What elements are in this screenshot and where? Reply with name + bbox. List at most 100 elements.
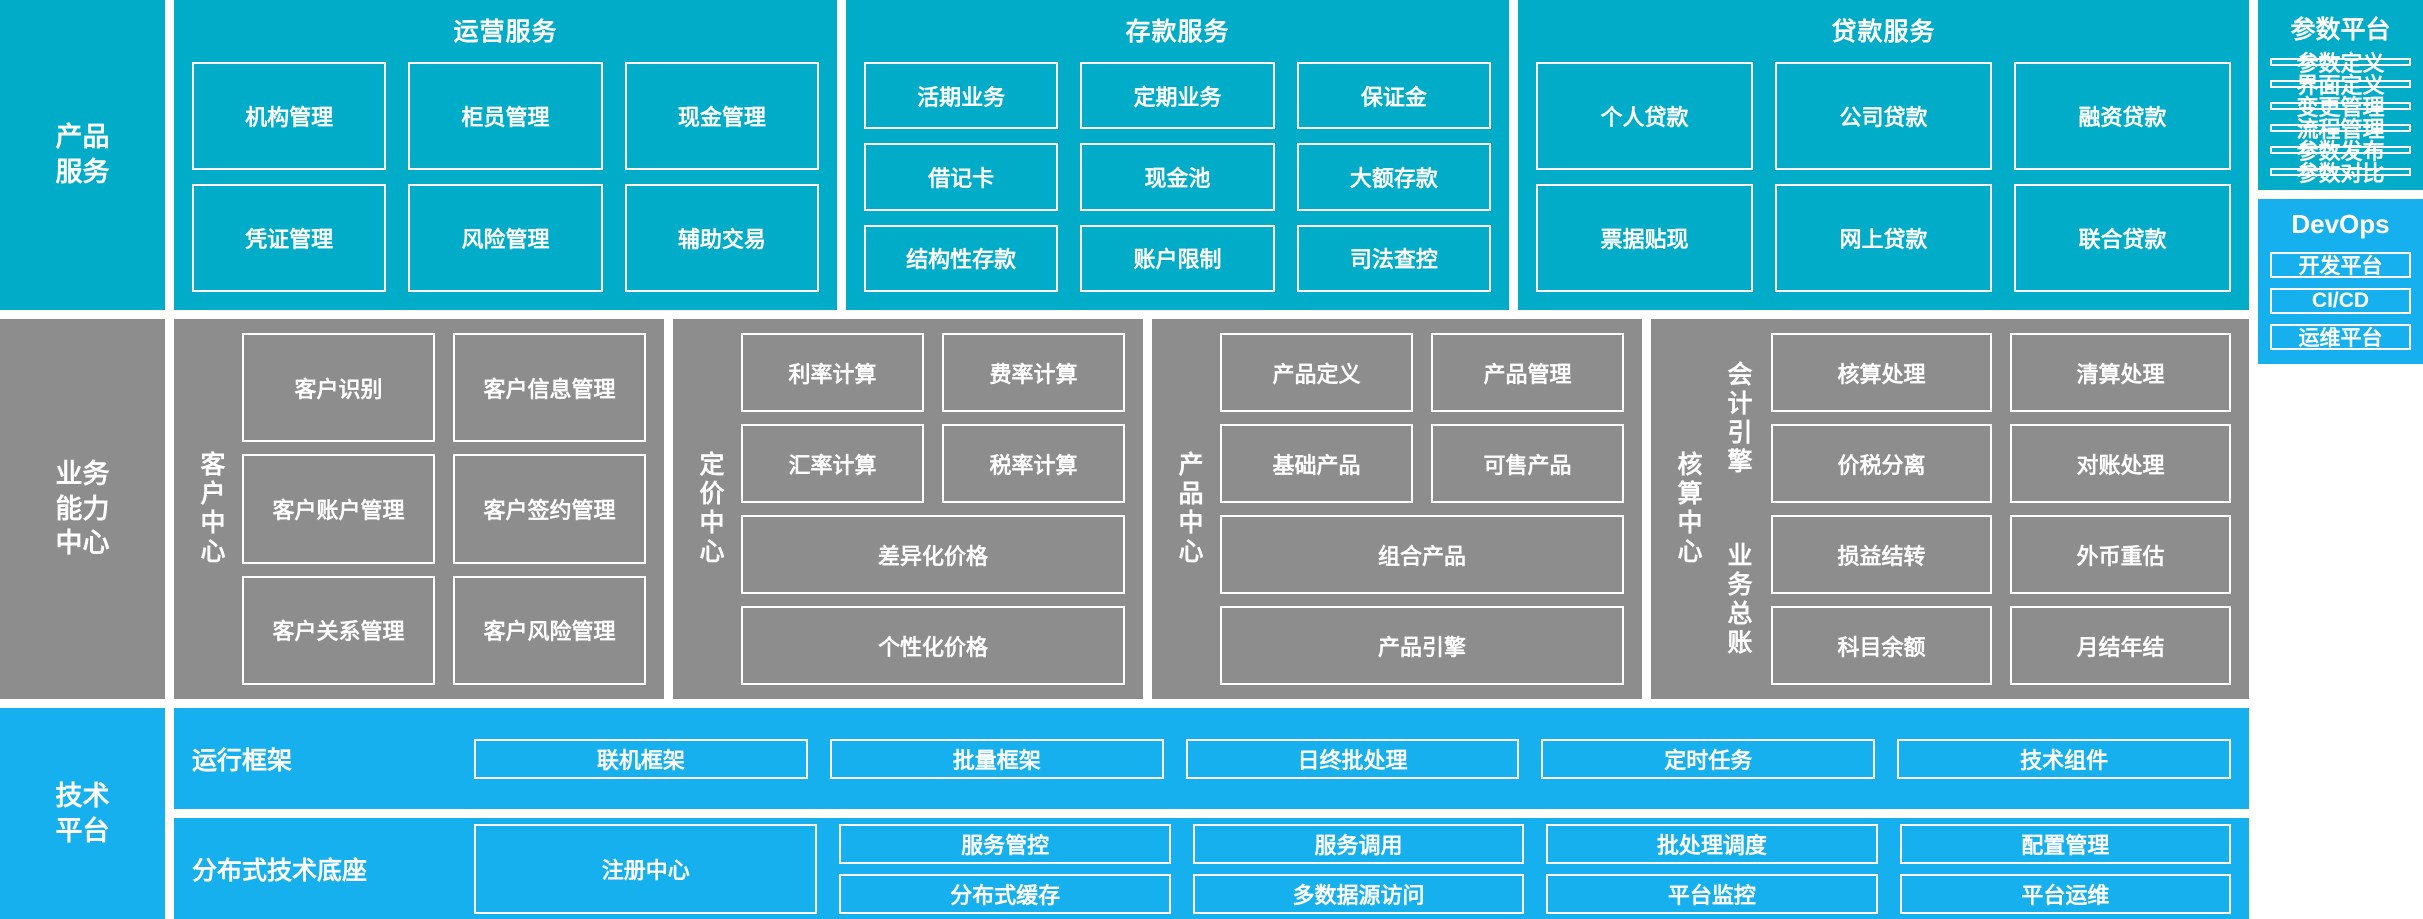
row-product-services: 产品 服务 运营服务 机构管理 柜员管理 现金管理 凭证管理 风险管理 辅助交易 — [0, 0, 2249, 310]
tile-tax-rate-calculation[interactable]: 税率计算 — [942, 424, 1125, 503]
tile-product-definition[interactable]: 产品定义 — [1220, 333, 1413, 412]
rail-item-dev-platform[interactable]: 开发平台 — [2270, 252, 2411, 278]
tile-corporate-loan[interactable]: 公司贷款 — [1775, 62, 1992, 170]
tile-financing-loan[interactable]: 融资贷款 — [2014, 62, 2231, 170]
tile-cash-management[interactable]: 现金管理 — [624, 62, 819, 170]
devops-items: 开发平台 CI/CD 运维平台 — [2270, 252, 2411, 350]
rail-item-ops-platform[interactable]: 运维平台 — [2270, 324, 2411, 350]
tile-accounting-processing[interactable]: 核算处理 — [1771, 333, 1992, 412]
tile-syndicated-loan[interactable]: 联合贷款 — [2014, 184, 2231, 292]
tile-foreign-currency-revaluation[interactable]: 外币重估 — [2010, 515, 2231, 594]
tile-account-restriction[interactable]: 账户限制 — [1080, 224, 1275, 292]
tile-scheduled-task[interactable]: 定时任务 — [1541, 738, 1876, 779]
product-tile-grid: 产品定义 产品管理 基础产品 可售产品 组合产品 产品引擎 — [1220, 333, 1624, 685]
rail-item-ui-definition[interactable]: 界面定义 — [2270, 73, 2411, 98]
pricing-tile-grid: 利率计算 费率计算 汇率计算 税率计算 差异化价格 个性化价格 — [741, 333, 1125, 685]
rail-item-parameter-publish[interactable]: 参数发布 — [2270, 139, 2411, 164]
tile-batch-scheduling[interactable]: 批处理调度 — [1546, 823, 1878, 864]
tile-col-service-governance: 服务管控 分布式缓存 — [839, 823, 1171, 914]
tile-time-deposit[interactable]: 定期业务 — [1080, 62, 1275, 130]
tile-judicial-control[interactable]: 司法查控 — [1296, 224, 1491, 292]
strip-distributed-base: 分布式技术底座 注册中心 服务管控 分布式缓存 服务调用 多数据源访问 批处理调… — [174, 818, 2249, 919]
tile-customer-identification[interactable]: 客户识别 — [242, 333, 435, 443]
tile-voucher-management[interactable]: 凭证管理 — [192, 184, 387, 292]
loan-tile-grid: 个人贷款 公司贷款 融资贷款 票据贴现 网上贷款 联合贷款 — [1536, 62, 2231, 292]
tile-registry-center[interactable]: 注册中心 — [474, 823, 818, 914]
tile-sellable-product[interactable]: 可售产品 — [1431, 424, 1624, 503]
tile-platform-monitoring[interactable]: 平台监控 — [1546, 873, 1878, 914]
rail-item-process-management[interactable]: 流程管理 — [2270, 117, 2411, 142]
tile-bundled-product[interactable]: 组合产品 — [1220, 515, 1624, 594]
tile-month-year-end-closing[interactable]: 月结年结 — [2010, 606, 2231, 685]
tile-customer-relationship-management[interactable]: 客户关系管理 — [242, 575, 435, 685]
tile-cash-pool[interactable]: 现金池 — [1080, 143, 1275, 211]
tile-org-management[interactable]: 机构管理 — [192, 62, 387, 170]
tile-customer-info-management[interactable]: 客户信息管理 — [453, 333, 646, 443]
center-sublabel-business-ledger: 业务总账 — [1724, 541, 1752, 658]
tile-reconciliation-processing[interactable]: 对账处理 — [2010, 424, 2231, 503]
tile-personalized-pricing[interactable]: 个性化价格 — [741, 606, 1125, 685]
rail-item-parameter-compare[interactable]: 参数对比 — [2270, 161, 2411, 186]
tile-structured-deposit[interactable]: 结构性存款 — [864, 224, 1059, 292]
technology-platform-label-line1: 技术 — [55, 780, 110, 811]
tile-differentiated-pricing[interactable]: 差异化价格 — [741, 515, 1125, 594]
rail-item-parameter-definition[interactable]: 参数定义 — [2270, 51, 2411, 76]
tile-basic-product[interactable]: 基础产品 — [1220, 424, 1413, 503]
tile-online-loan[interactable]: 网上贷款 — [1775, 184, 1992, 292]
tile-exchange-rate-calculation[interactable]: 汇率计算 — [741, 424, 924, 503]
rail-item-ci-cd[interactable]: CI/CD — [2270, 288, 2411, 314]
tile-personal-loan[interactable]: 个人贷款 — [1536, 62, 1753, 170]
row-label-product-services: 产品 服务 — [0, 0, 165, 310]
strip-label-distributed-base: 分布式技术底座 — [192, 856, 368, 885]
tile-bill-discount[interactable]: 票据贴现 — [1536, 184, 1753, 292]
tile-settlement-processing[interactable]: 清算处理 — [2010, 333, 2231, 412]
tile-account-balance[interactable]: 科目余额 — [1771, 606, 1992, 685]
row-technology-platform: 技术 平台 运行框架 联机框架 批量框架 日终批处理 定时任务 技术组件 — [0, 708, 2249, 919]
group-deposit-services: 存款服务 活期业务 定期业务 保证金 借记卡 现金池 大额存款 结构性存款 账户… — [846, 0, 1509, 310]
tile-online-framework[interactable]: 联机框架 — [474, 738, 808, 779]
tile-teller-management[interactable]: 柜员管理 — [408, 62, 603, 170]
business-capability-label-line2: 能力 — [55, 493, 110, 524]
product-services-label-line1: 产品 — [55, 122, 110, 153]
rail-devops: DevOps 开发平台 CI/CD 运维平台 — [2258, 199, 2423, 364]
group-title-operations: 运营服务 — [453, 18, 558, 46]
tile-customer-account-management[interactable]: 客户账户管理 — [242, 454, 435, 564]
tile-auxiliary-transaction[interactable]: 辅助交易 — [624, 184, 819, 292]
deposit-tile-grid: 活期业务 定期业务 保证金 借记卡 现金池 大额存款 结构性存款 账户限制 司法… — [864, 62, 1491, 292]
customer-tile-grid: 客户识别 客户信息管理 客户账户管理 客户签约管理 客户关系管理 客户风险管理 — [242, 333, 646, 685]
strip-label-runtime-framework: 运行框架 — [192, 746, 293, 775]
business-capability-label-line3: 中心 — [55, 528, 110, 559]
tile-distributed-cache[interactable]: 分布式缓存 — [839, 873, 1171, 914]
row-label-business-capability: 业务 能力 中心 — [0, 319, 165, 699]
center-pricing: 定价中心 利率计算 费率计算 汇率计算 税率计算 差异化价格 个性化价格 — [673, 319, 1143, 699]
tile-interest-rate-calculation[interactable]: 利率计算 — [741, 333, 924, 412]
right-rails: 参数平台 参数定义 界面定义 变更管理 流程管理 参数发布 参数对比 DevOp… — [2258, 0, 2423, 919]
tile-margin-deposit[interactable]: 保证金 — [1296, 62, 1491, 130]
tile-debit-card[interactable]: 借记卡 — [864, 143, 1059, 211]
tile-technical-component[interactable]: 技术组件 — [1897, 738, 2231, 779]
tile-risk-management[interactable]: 风险管理 — [408, 184, 603, 292]
tile-config-management[interactable]: 配置管理 — [1899, 823, 2232, 864]
tile-service-invocation[interactable]: 服务调用 — [1192, 823, 1525, 864]
main-stack: 产品 服务 运营服务 机构管理 柜员管理 现金管理 凭证管理 风险管理 辅助交易 — [0, 0, 2249, 919]
tile-platform-operations[interactable]: 平台运维 — [1899, 873, 2232, 914]
tile-large-deposit[interactable]: 大额存款 — [1296, 143, 1491, 211]
tile-end-of-day-batch[interactable]: 日终批处理 — [1185, 738, 1520, 779]
tile-demand-deposit[interactable]: 活期业务 — [864, 62, 1059, 130]
tile-batch-framework[interactable]: 批量框架 — [829, 738, 1164, 779]
tile-profit-loss-carryover[interactable]: 损益结转 — [1771, 515, 1992, 594]
rail-title-devops: DevOps — [2291, 209, 2390, 239]
tile-product-engine[interactable]: 产品引擎 — [1220, 606, 1624, 685]
rail-item-change-management[interactable]: 变更管理 — [2270, 95, 2411, 120]
tile-customer-contract-management[interactable]: 客户签约管理 — [453, 454, 646, 564]
center-customer: 客户中心 客户识别 客户信息管理 客户账户管理 客户签约管理 客户关系管理 客户… — [174, 319, 664, 699]
tile-customer-risk-management[interactable]: 客户风险管理 — [453, 575, 646, 685]
tile-price-tax-separation[interactable]: 价税分离 — [1771, 424, 1992, 503]
strip-runtime-framework: 运行框架 联机框架 批量框架 日终批处理 定时任务 技术组件 — [174, 708, 2249, 809]
tile-fee-rate-calculation[interactable]: 费率计算 — [942, 333, 1125, 412]
tile-product-management[interactable]: 产品管理 — [1431, 333, 1624, 412]
row-business-capability: 业务 能力 中心 客户中心 客户识别 客户信息管理 客户账户管理 客户签约管理 … — [0, 319, 2249, 699]
tile-service-governance[interactable]: 服务管控 — [839, 823, 1171, 864]
tile-multi-datasource-access[interactable]: 多数据源访问 — [1192, 873, 1525, 914]
